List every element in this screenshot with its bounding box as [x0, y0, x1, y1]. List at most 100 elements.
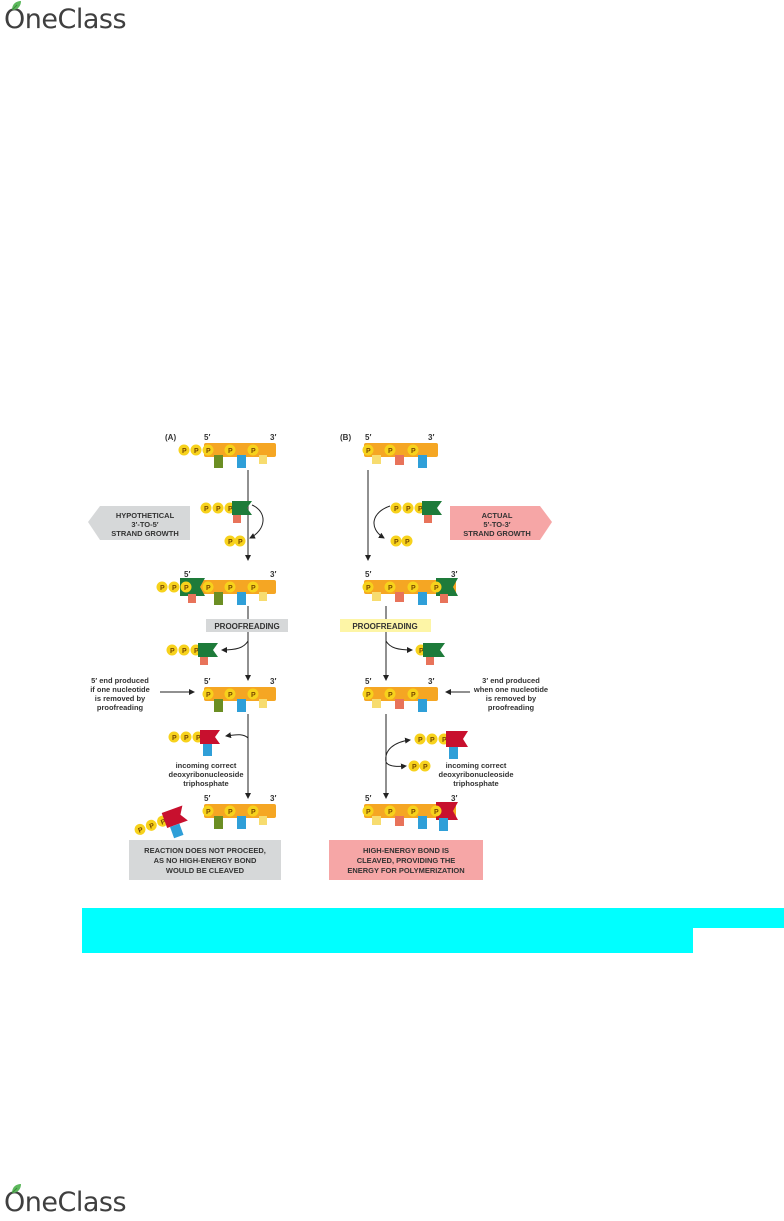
proofreading-label-a: PROOFREADING: [206, 619, 288, 632]
incoming-nucleotide-green-b: P P P: [391, 501, 443, 523]
svg-text:incoming correct: incoming correct: [446, 761, 507, 770]
svg-text:deoxyribonucleoside: deoxyribonucleoside: [438, 770, 513, 779]
svg-text:3′ end produced: 3′ end produced: [482, 676, 540, 685]
svg-text:P: P: [206, 809, 211, 816]
svg-text:P: P: [412, 764, 417, 771]
panel-a-5end: 5′: [204, 433, 210, 442]
svg-text:5′: 5′: [204, 794, 210, 803]
svg-text:ENERGY FOR POLYMERIZATION: ENERGY FOR POLYMERIZATION: [347, 866, 464, 875]
strand-b-initial: P P P: [363, 443, 439, 468]
logo-wordmark-bottom: OneClass: [4, 1187, 126, 1219]
svg-text:5′: 5′: [365, 794, 371, 803]
svg-text:P: P: [388, 692, 393, 699]
svg-text:P: P: [366, 585, 371, 592]
svg-text:PROOFREADING: PROOFREADING: [214, 622, 279, 631]
svg-text:P: P: [405, 539, 410, 546]
incoming-nucleotide-red-a: P P P: [169, 730, 221, 756]
svg-text:P: P: [228, 448, 233, 455]
note-5end-produced: 5′ end produced if one nucleotide is rem…: [90, 676, 150, 712]
svg-text:3′: 3′: [428, 433, 434, 442]
svg-text:P: P: [228, 809, 233, 816]
svg-text:CLEAVED, PROVIDING THE: CLEAVED, PROVIDING THE: [357, 856, 456, 865]
svg-text:P: P: [251, 448, 256, 455]
svg-text:P: P: [394, 539, 399, 546]
removed-nucleotide-a: P P P: [167, 643, 219, 665]
svg-text:P: P: [423, 764, 428, 771]
svg-text:P: P: [228, 539, 233, 546]
svg-text:P: P: [251, 585, 256, 592]
svg-text:proofreading: proofreading: [488, 703, 535, 712]
svg-text:5′: 5′: [365, 677, 371, 686]
svg-text:is removed by: is removed by: [486, 694, 537, 703]
released-pyrophosphate-b: P P: [391, 536, 413, 547]
oneclass-logo-bottom: OneClass: [4, 1187, 126, 1219]
svg-text:P: P: [238, 539, 243, 546]
strand-a-proofread: P P P: [203, 687, 277, 712]
svg-text:P: P: [411, 585, 416, 592]
leaf-icon: [10, 1183, 22, 1195]
incoming-nucleotide-green: P P P: [201, 501, 253, 523]
svg-text:if one nucleotide: if one nucleotide: [90, 685, 150, 694]
svg-text:P: P: [228, 692, 233, 699]
panel-a-3end: 3′: [270, 433, 276, 442]
strand-a-initial: P P P P P: [179, 443, 277, 468]
svg-text:REACTION DOES NOT PROCEED,: REACTION DOES NOT PROCEED,: [144, 846, 266, 855]
svg-text:3′-TO-5′: 3′-TO-5′: [131, 520, 158, 529]
svg-text:P: P: [411, 448, 416, 455]
svg-text:P: P: [182, 648, 187, 655]
strand-a-extended: P P P P P P: [157, 578, 277, 605]
svg-text:P: P: [184, 585, 189, 592]
svg-text:P: P: [194, 448, 199, 455]
svg-text:triphosphate: triphosphate: [453, 779, 498, 788]
svg-text:P: P: [251, 692, 256, 699]
strand-b-extended: P P P P: [363, 578, 459, 605]
svg-text:P: P: [170, 648, 175, 655]
svg-text:3′: 3′: [428, 677, 434, 686]
svg-text:P: P: [182, 448, 187, 455]
released-pyrophosphate-a: P P: [225, 536, 246, 547]
svg-text:P: P: [206, 448, 211, 455]
svg-text:P: P: [172, 735, 177, 742]
svg-text:3′: 3′: [270, 570, 276, 579]
svg-text:3′: 3′: [270, 794, 276, 803]
svg-text:PROOFREADING: PROOFREADING: [352, 622, 417, 631]
svg-text:P: P: [184, 735, 189, 742]
strand-a-final: P P P: [203, 804, 277, 829]
svg-text:P: P: [366, 448, 371, 455]
svg-text:triphosphate: triphosphate: [183, 779, 228, 788]
result-box-a: REACTION DOES NOT PROCEED, AS NO HIGH-EN…: [129, 840, 281, 880]
result-box-b: HIGH-ENERGY BOND IS CLEAVED, PROVIDING T…: [329, 840, 483, 880]
removed-nucleotide-b: P: [416, 643, 446, 665]
svg-text:AS NO HIGH-ENERGY BOND: AS NO HIGH-ENERGY BOND: [154, 856, 257, 865]
svg-text:P: P: [228, 585, 233, 592]
hypothetical-growth-arrow: HYPOTHETICAL 3′-TO-5′ STRAND GROWTH: [88, 506, 190, 540]
svg-text:P: P: [206, 692, 211, 699]
svg-text:3′: 3′: [270, 677, 276, 686]
panel-a-tag: (A): [165, 433, 176, 442]
svg-text:P: P: [430, 737, 435, 744]
svg-text:P: P: [394, 506, 399, 513]
incoming-nucleotide-red-b: P P P: [415, 731, 469, 759]
svg-text:P: P: [411, 692, 416, 699]
svg-text:is removed by: is removed by: [95, 694, 146, 703]
released-pyrophosphate-b2: P P: [409, 761, 431, 772]
svg-text:5′: 5′: [184, 570, 190, 579]
svg-text:P: P: [406, 506, 411, 513]
svg-text:P: P: [366, 692, 371, 699]
svg-text:P: P: [366, 809, 371, 816]
actual-growth-arrow: ACTUAL 5′-TO-3′ STRAND GROWTH: [450, 506, 552, 540]
svg-text:3′: 3′: [451, 794, 457, 803]
svg-text:P: P: [216, 506, 221, 513]
svg-text:HYPOTHETICAL: HYPOTHETICAL: [116, 511, 175, 520]
svg-text:deoxyribonucleoside: deoxyribonucleoside: [168, 770, 243, 779]
panel-b-tag: (B): [340, 433, 351, 442]
svg-text:P: P: [388, 809, 393, 816]
svg-text:P: P: [172, 585, 177, 592]
strand-b-proofread: P P P: [363, 687, 439, 712]
highlight-bar-lower: [82, 928, 693, 953]
svg-text:STRAND GROWTH: STRAND GROWTH: [463, 529, 531, 538]
svg-text:P: P: [418, 737, 423, 744]
svg-text:P: P: [411, 809, 416, 816]
svg-text:P: P: [434, 585, 439, 592]
svg-text:ACTUAL: ACTUAL: [482, 511, 513, 520]
